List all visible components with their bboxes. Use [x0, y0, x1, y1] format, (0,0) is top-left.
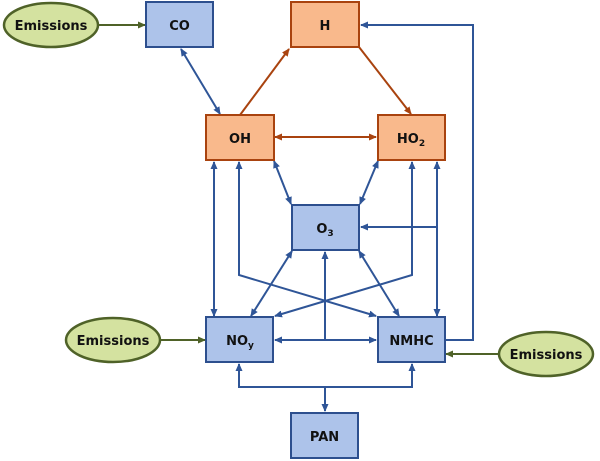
- edge-o3-noy: [250, 250, 293, 317]
- node-oh: OH: [205, 114, 275, 161]
- node-label: H: [320, 19, 331, 34]
- node-emissions-co: Emissions: [2, 1, 100, 49]
- node-label: Emissions: [77, 334, 150, 349]
- edge-nmhc-to-h: [360, 21, 474, 341]
- node-h: H: [290, 1, 360, 48]
- edge-co-oh: [180, 48, 221, 115]
- node-ho2: HO2: [377, 114, 446, 161]
- node-label: CO: [169, 19, 190, 34]
- node-label: Emissions: [510, 348, 583, 363]
- node-emissions-noy: Emissions: [64, 316, 162, 364]
- edge-o3-nmhc: [358, 250, 400, 317]
- node-label: HO2: [397, 132, 425, 149]
- node-label: NOy: [226, 334, 254, 351]
- edge-oh-o3: [273, 160, 292, 205]
- node-co: CO: [145, 1, 214, 48]
- node-noy: NOy: [205, 316, 274, 363]
- node-label: NMHC: [389, 334, 433, 349]
- edge-pan-noy-nmhc: [235, 363, 416, 388]
- edge-oh-to-h: [239, 48, 290, 116]
- node-nmhc: NMHC: [377, 316, 446, 363]
- node-label: Emissions: [15, 19, 88, 34]
- edge-h-to-ho2: [358, 46, 412, 115]
- node-o3: O3: [291, 204, 360, 251]
- edge-ho2-o3: [359, 160, 379, 205]
- edge-ho2-noy: [274, 161, 416, 318]
- node-label: PAN: [310, 430, 339, 445]
- node-emissions-nmhc: Emissions: [497, 330, 595, 378]
- node-label: OH: [229, 132, 251, 147]
- node-pan: PAN: [290, 412, 359, 459]
- node-label: O3: [316, 222, 333, 239]
